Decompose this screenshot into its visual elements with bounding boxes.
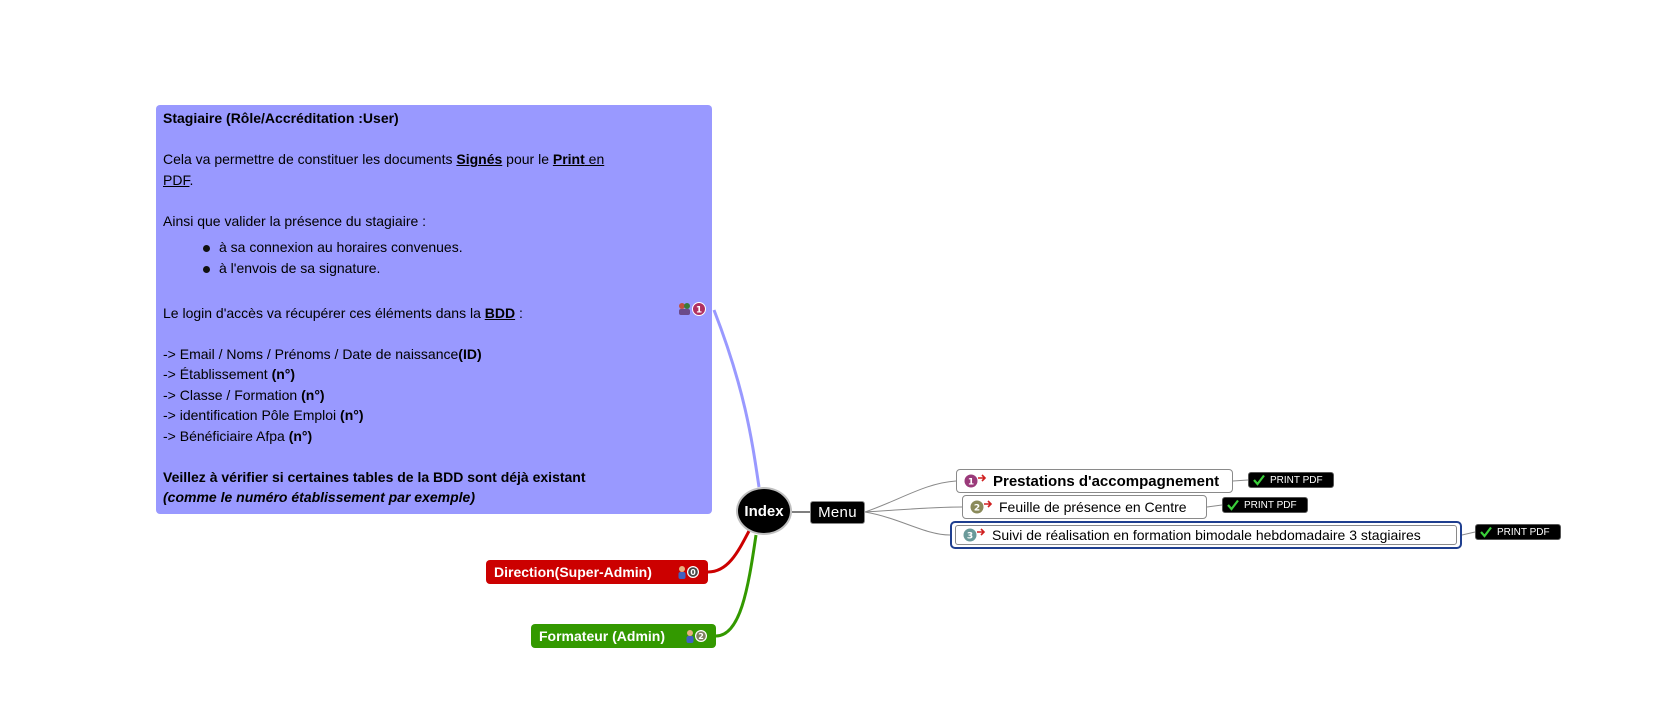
bullet-text: à sa connexion au horaires convenues. <box>219 239 463 255</box>
field-line: -> identification Pôle Emploi (n°) <box>163 405 703 426</box>
note-paragraph-documents: Cela va permettre de constituer les docu… <box>163 149 703 190</box>
note-warning: Veillez à vérifier si certaines tables d… <box>163 468 586 485</box>
list-item: à l'envois de sa signature. <box>203 258 703 279</box>
menu-topic-label: Menu <box>818 504 857 521</box>
print-pdf-label: PRINT PDF <box>1244 499 1297 511</box>
print-pdf-label: PRINT PDF <box>1497 526 1550 538</box>
topic-feuille-presence-label: Feuille de présence en Centre <box>999 499 1187 515</box>
field-text: -> Établissement <box>163 366 272 382</box>
note-text: Cela va permettre de constituer les docu… <box>163 151 457 167</box>
topic-formateur[interactable]: Formateur (Admin) 2 <box>531 624 716 648</box>
note-title: Stagiaire (Rôle/Accréditation :User) <box>163 110 399 126</box>
note-text: . <box>189 171 194 188</box>
link-index-note <box>712 309 761 488</box>
note-text: Le login d'accès va récupérer ces élémen… <box>163 304 485 321</box>
svg-text:2: 2 <box>974 504 980 514</box>
users-priority-1-icon: 1 <box>679 302 706 316</box>
field-key: (n°) <box>340 407 364 423</box>
link-menu-item1 <box>864 480 957 513</box>
checkmark-icon <box>1227 499 1239 511</box>
priority-3-arrow-icon: 3 <box>963 528 986 542</box>
link-item1-pdf <box>1232 479 1249 482</box>
list-item: à sa connexion au horaires convenues. <box>203 237 703 258</box>
field-line: -> Établissement (n°) <box>163 364 703 385</box>
print-link[interactable]: Print <box>552 151 585 167</box>
pdf-link[interactable]: PDF <box>163 171 190 188</box>
field-text: -> Bénéficiaire Afpa <box>163 427 289 444</box>
field-key: (ID) <box>458 345 482 362</box>
selection-frame: 3 Suivi de réalisation en formation bimo… <box>955 525 1457 545</box>
note-paragraph-presence: Ainsi que valider la présence du stagiai… <box>163 212 427 229</box>
topic-prestations-label: Prestations d'accompagnement <box>993 472 1220 490</box>
svg-text:1: 1 <box>696 306 702 316</box>
field-key: (n°) <box>271 366 296 382</box>
topic-prestations[interactable]: 1 Prestations d'accompagnement <box>956 469 1233 493</box>
link-item3-pdf <box>1461 531 1476 536</box>
link-index-direction <box>707 530 751 574</box>
field-line: -> Classe / Formation (n°) <box>163 385 703 406</box>
svg-text:1: 1 <box>968 478 974 488</box>
print-pdf-button[interactable]: PRINT PDF <box>1248 472 1334 488</box>
print-pdf-label: PRINT PDF <box>1270 474 1323 486</box>
note-bullet-list: à sa connexion au horaires convenues. à … <box>163 237 703 278</box>
note-content: Stagiaire (Rôle/Accréditation :User) Cel… <box>163 108 703 508</box>
note-paragraph-login: Le login d'accès va récupérer ces élémen… <box>163 303 703 324</box>
field-text: -> Classe / Formation <box>163 386 302 403</box>
field-key: (n°) <box>288 427 313 444</box>
stagiaire-note[interactable]: Stagiaire (Rôle/Accréditation :User) Cel… <box>156 105 712 514</box>
print-pdf-button[interactable]: PRINT PDF <box>1475 524 1561 540</box>
central-topic[interactable]: Index <box>736 487 792 535</box>
topic-suivi-realisation-label: Suivi de réalisation en formation bimoda… <box>992 527 1421 543</box>
priority-2-arrow-icon: 2 <box>970 500 993 514</box>
bullet-text: à l'envois de sa signature. <box>219 259 381 276</box>
field-text: -> identification Pôle Emploi <box>163 407 341 423</box>
topic-suivi-realisation[interactable]: 3 Suivi de réalisation en formation bimo… <box>950 521 1462 549</box>
central-topic-label: Index <box>744 502 784 520</box>
note-text: : <box>515 304 523 321</box>
user-priority-2-icon: 2 <box>686 630 707 643</box>
bullet-icon <box>203 245 210 252</box>
print-pdf-button[interactable]: PRINT PDF <box>1222 497 1308 513</box>
user-priority-0-icon: 0 <box>678 566 699 579</box>
bullet-icon <box>203 265 210 273</box>
field-line: -> Bénéficiaire Afpa (n°) <box>163 426 703 447</box>
topic-direction-label: Direction(Super-Admin) <box>494 564 652 580</box>
topic-feuille-presence[interactable]: 2 Feuille de présence en Centre <box>962 495 1207 519</box>
checkmark-icon <box>1480 526 1492 538</box>
field-key: (n°) <box>301 386 325 403</box>
link-menu-item2 <box>864 506 963 513</box>
link-item2-pdf <box>1206 504 1223 508</box>
note-warning-example: (comme le numéro établissement par exemp… <box>163 489 475 505</box>
menu-topic[interactable]: Menu <box>810 501 865 524</box>
link-index-formateur <box>715 534 758 638</box>
note-text: pour le <box>502 151 553 167</box>
en-link[interactable]: en <box>584 151 605 167</box>
svg-text:0: 0 <box>690 568 696 577</box>
svg-text:3: 3 <box>967 532 973 542</box>
field-text: -> Email / Noms / Prénoms / Date de nais… <box>163 345 459 362</box>
topic-formateur-label: Formateur (Admin) <box>539 628 665 644</box>
bdd-link[interactable]: BDD <box>484 304 516 321</box>
svg-text:2: 2 <box>698 632 704 641</box>
checkmark-icon <box>1253 474 1265 486</box>
field-line: -> Email / Noms / Prénoms / Date de nais… <box>163 344 703 365</box>
link-menu-item3 <box>864 511 951 536</box>
signes-link[interactable]: Signés <box>456 151 503 167</box>
priority-1-arrow-icon: 1 <box>964 474 987 488</box>
topic-direction[interactable]: Direction(Super-Admin) 0 <box>486 560 708 584</box>
